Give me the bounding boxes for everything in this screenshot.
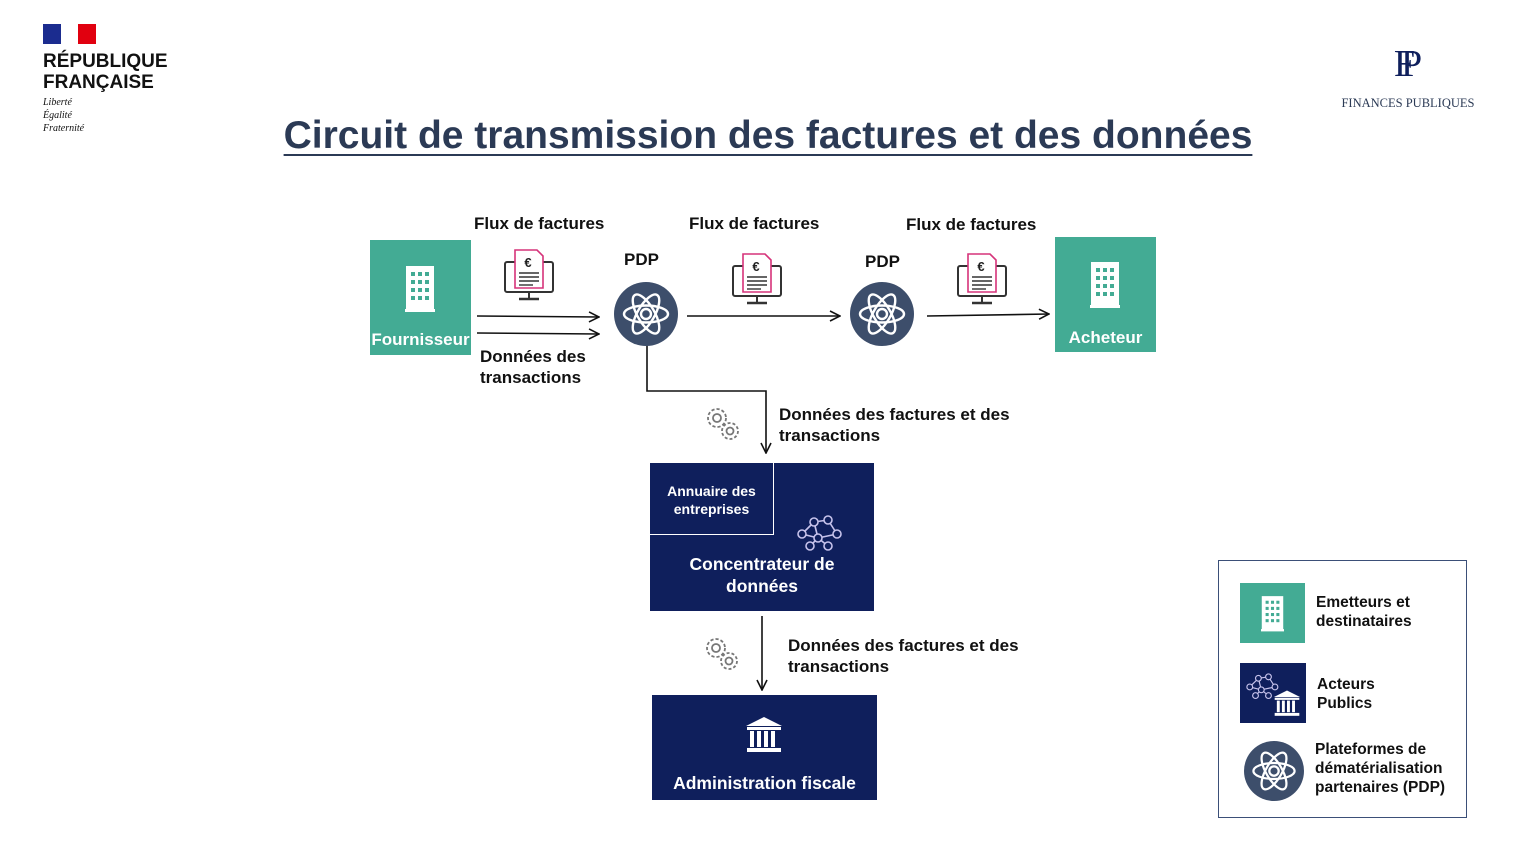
bank-icon [743,715,785,755]
annuaire-box: Annuaire des entreprises [650,463,774,535]
motto-liberte: Liberté [43,97,72,108]
republique-francaise-logo: RÉPUBLIQUE FRANÇAISE Liberté Égalité Fra… [43,24,168,135]
arrow-pdp-concentrateur [646,345,766,453]
donnees-factures-label-1: Données des factures et des transactions [779,405,1010,445]
gears-icon [702,634,742,674]
concentrateur-node: Annuaire des entreprises Concentrateur d… [650,463,874,611]
french-flag-icon [43,24,97,44]
legend-acteurs-label: Acteurs Publics [1317,676,1375,712]
legend-pdp-swatch [1244,741,1304,801]
bank-icon [1272,689,1302,718]
atom-icon [614,282,678,346]
administration-fiscale-node: Administration fiscale [652,695,877,800]
fp-monogram: FP [1393,43,1422,85]
building-icon [1090,260,1120,308]
arrow-fournisseur-pdp-2 [476,333,599,334]
flux-label-3: Flux de factures [906,215,1037,234]
flux-label-2: Flux de factures [689,214,820,233]
acheteur-label: Acheteur [1068,328,1143,347]
building-icon [405,264,435,312]
arrow-pdp2-acheteur [926,314,1049,316]
finances-publiques-logo: FP FINANCES PUBLIQUES [1336,42,1480,111]
finances-publiques-label: FINANCES PUBLIQUES [1341,96,1475,110]
donnees-factures-label-2: Données des factures et des transactions [788,636,1019,676]
invoice-icon [501,248,557,304]
legend: Emetteurs et destinataires Acteurs Publi… [1218,560,1467,818]
acheteur-node: Acheteur [1055,237,1156,352]
building-icon [1261,594,1284,632]
pdp-label-1: PDP [624,250,659,269]
administration-label: Administration fiscale [673,773,856,793]
arrow-fournisseur-pdp-1 [476,316,599,317]
legend-pdp-label: Plateformes de dématérialisation partena… [1315,741,1446,796]
republique-line2: FRANÇAISE [43,72,154,93]
page-title: Circuit de transmission des factures et … [283,114,1253,157]
motto-egalite: Égalité [43,110,72,121]
fournisseur-label: Fournisseur [371,330,470,349]
republique-line1: RÉPUBLIQUE [43,51,168,72]
motto-fraternite: Fraternité [43,123,85,134]
donnees-transactions-label: Données des transactions [480,347,586,387]
atom-icon [1244,741,1304,801]
pdp-node-2 [850,282,914,346]
fournisseur-node: Fournisseur [370,240,471,355]
legend-emetteurs-swatch [1240,583,1305,643]
legend-acteurs-swatch [1240,663,1306,723]
gears-icon [703,404,743,444]
invoice-icon [729,252,785,308]
concentrateur-label: Concentrateur de données [689,554,835,596]
invoice-icon [954,252,1010,308]
flux-label-1: Flux de factures [474,214,605,233]
atom-icon [850,282,914,346]
pdp-node-1 [614,282,678,346]
pdp-label-2: PDP [865,252,900,271]
legend-emetteurs-label: Emetteurs et destinataires [1316,594,1412,630]
network-icon [794,512,844,552]
